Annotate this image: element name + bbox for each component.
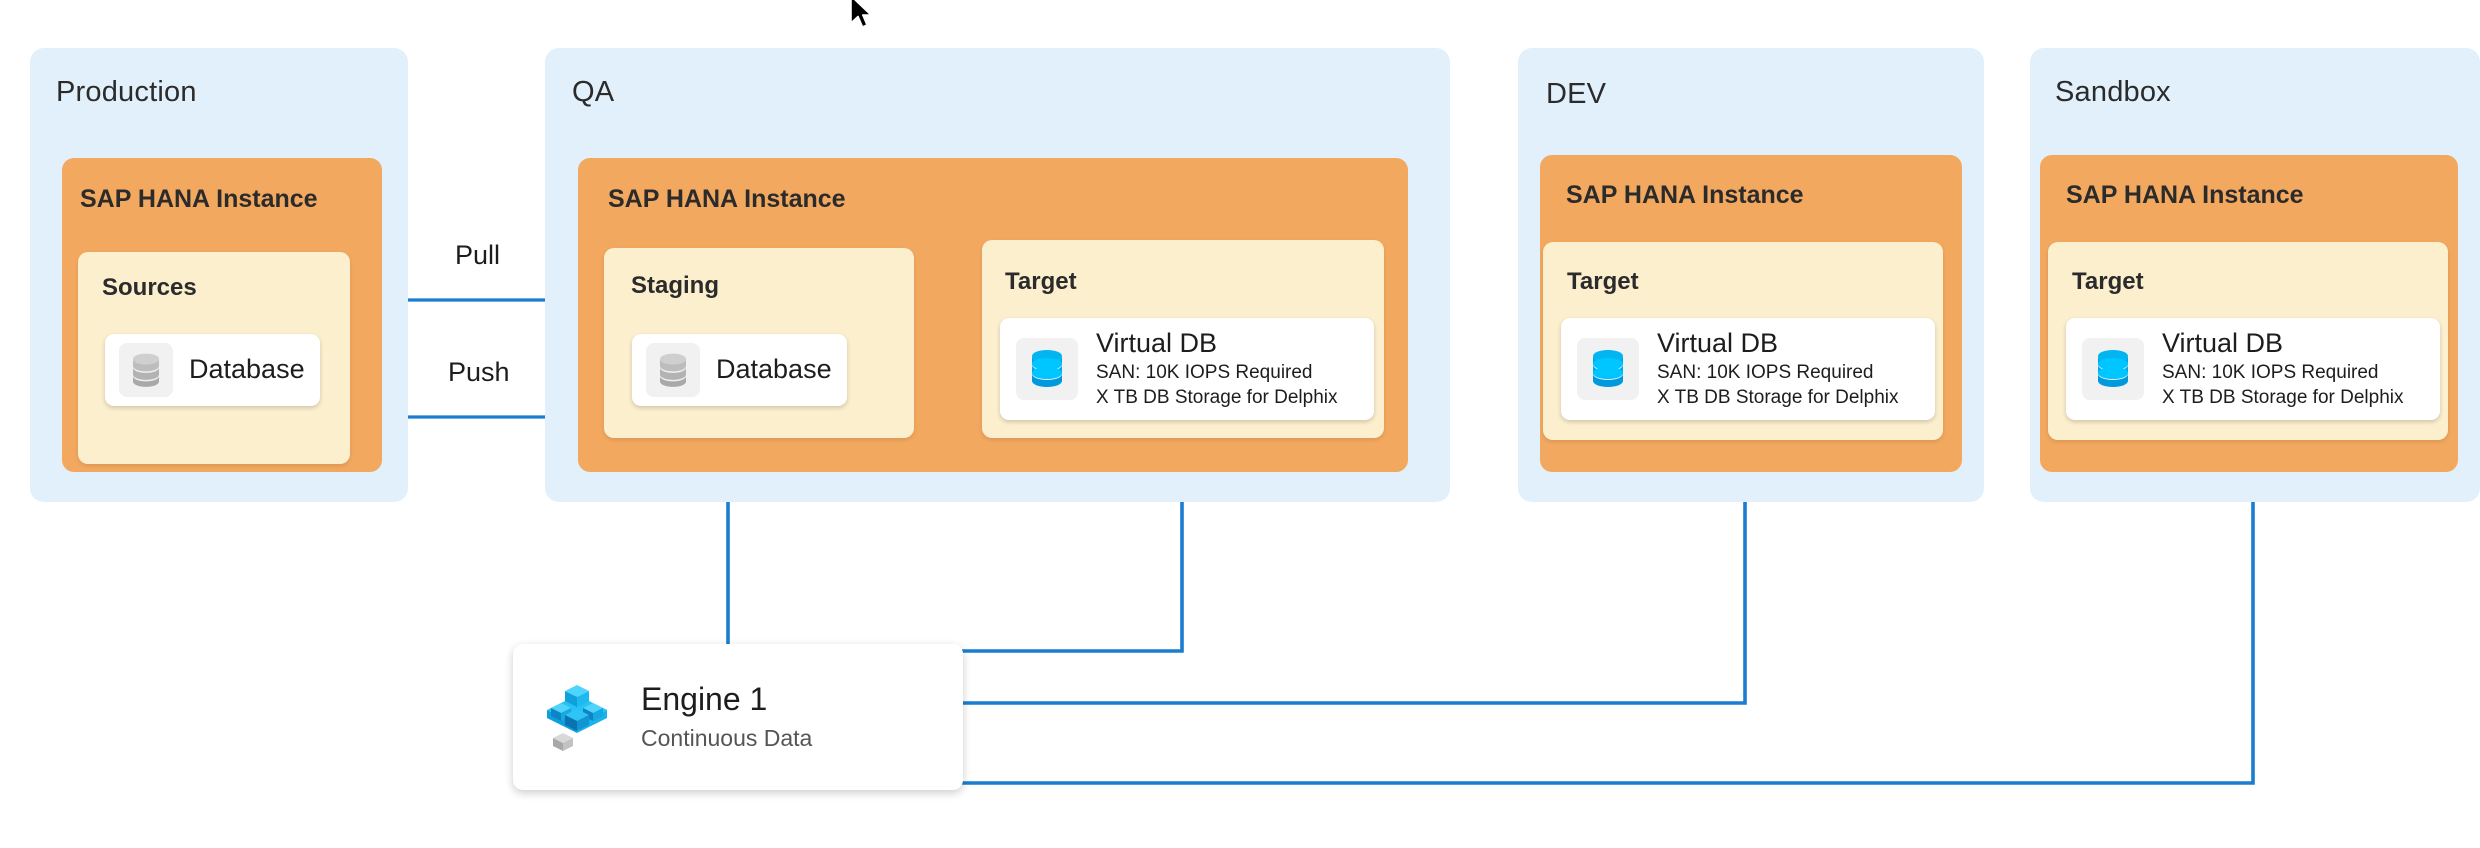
engine-subtitle: Continuous Data	[641, 724, 813, 751]
virtual-db-icon	[1016, 338, 1078, 400]
node-production-database[interactable]: Database	[105, 334, 338, 422]
node-title: Virtual DB	[1657, 328, 1779, 359]
node-title: Database	[189, 354, 305, 385]
hana-instance-dev-label: SAP HANA Instance	[1566, 181, 1804, 209]
environment-production-label: Production	[56, 76, 197, 108]
node-title: Database	[716, 354, 832, 385]
database-icon	[119, 343, 173, 397]
environment-sandbox-label: Sandbox	[2055, 76, 2171, 108]
node-qa-virtual-db[interactable]: Virtual DB SAN: 10K IOPS Required X TB D…	[1000, 318, 1374, 420]
group-dev-target-label: Target	[1567, 268, 1639, 295]
node-subtitle-2: X TB DB Storage for Delphix	[1096, 386, 1338, 408]
node-subtitle-2: X TB DB Storage for Delphix	[1657, 386, 1899, 408]
virtual-db-icon	[1577, 338, 1639, 400]
node-engine-1[interactable]: Engine 1 Continuous Data	[513, 644, 963, 790]
node-subtitle-2: X TB DB Storage for Delphix	[2162, 386, 2404, 408]
node-subtitle-1: SAN: 10K IOPS Required	[1096, 361, 1313, 383]
node-dev-virtual-db[interactable]: Virtual DB SAN: 10K IOPS Required X TB D…	[1561, 318, 1935, 420]
node-sandbox-virtual-db[interactable]: Virtual DB SAN: 10K IOPS Required X TB D…	[2066, 318, 2440, 420]
node-subtitle-1: SAN: 10K IOPS Required	[1657, 361, 1874, 383]
flow-label-pull: Pull	[455, 240, 501, 270]
hana-instance-production-label: SAP HANA Instance	[80, 185, 318, 213]
engine-title: Engine 1	[641, 680, 768, 717]
database-icon	[646, 343, 700, 397]
hana-instance-sandbox-label: SAP HANA Instance	[2066, 181, 2304, 209]
mouse-cursor	[848, 0, 878, 41]
flow-label-push: Push	[448, 357, 510, 387]
node-title: Virtual DB	[1096, 328, 1218, 359]
virtual-db-icon	[2082, 338, 2144, 400]
engine-cubes-icon	[535, 675, 619, 759]
node-qa-staging-database[interactable]: Database	[632, 334, 865, 422]
group-qa-target-label: Target	[1005, 268, 1077, 295]
environment-dev-label: DEV	[1546, 78, 1607, 110]
hana-instance-qa-label: SAP HANA Instance	[608, 185, 846, 213]
environment-qa-label: QA	[572, 76, 615, 108]
group-staging-label: Staging	[631, 272, 719, 299]
node-subtitle-1: SAN: 10K IOPS Required	[2162, 361, 2379, 383]
group-sources-label: Sources	[102, 274, 197, 301]
group-sandbox-target-label: Target	[2072, 268, 2144, 295]
node-title: Virtual DB	[2162, 328, 2284, 359]
